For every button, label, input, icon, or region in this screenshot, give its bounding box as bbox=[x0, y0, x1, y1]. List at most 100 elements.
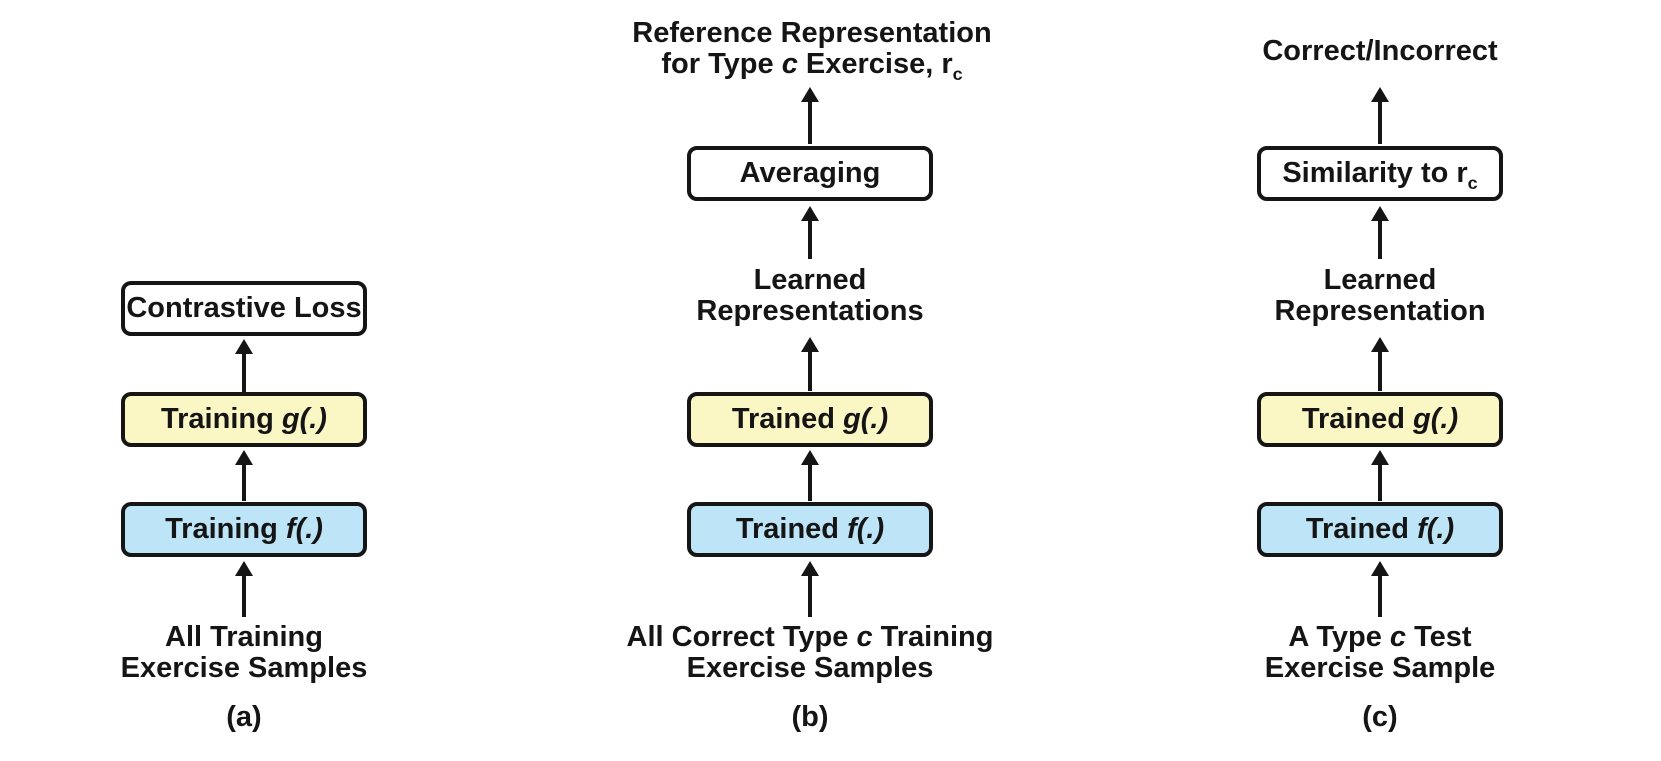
input-line1-pre: All Correct Type bbox=[626, 621, 857, 653]
mid-label: Learned Representation bbox=[1274, 265, 1485, 327]
training-f-box: Training f(.) bbox=[121, 502, 367, 557]
trained-g-math: g(.) bbox=[843, 403, 889, 435]
trained-g-math: g(.) bbox=[1413, 403, 1459, 435]
trained-f-label: Trained f(.) bbox=[736, 513, 884, 546]
training-f-math: f(.) bbox=[285, 513, 323, 545]
mid-line1: Learned bbox=[1323, 264, 1437, 296]
trained-g-label: Trained g(.) bbox=[1302, 403, 1458, 436]
arrow-shaft bbox=[808, 350, 812, 391]
arrow-shaft bbox=[808, 574, 812, 617]
type-c-math: c bbox=[781, 48, 798, 80]
output-line1: Reference Representation bbox=[632, 17, 992, 49]
trained-g-label: Trained g(.) bbox=[732, 403, 888, 436]
up-arrow bbox=[800, 206, 820, 259]
input-line1-post: Test bbox=[1406, 621, 1472, 653]
type-c-math: c bbox=[1389, 621, 1407, 653]
arrow-head-icon bbox=[801, 450, 819, 465]
arrow-shaft bbox=[808, 219, 812, 259]
up-arrow bbox=[1370, 337, 1390, 391]
mid-line1: Learned bbox=[753, 264, 867, 296]
training-g-box: Training g(.) bbox=[121, 392, 367, 447]
arrow-head-icon bbox=[235, 339, 253, 354]
trained-g-prefix: Trained bbox=[731, 403, 844, 435]
arrow-head-icon bbox=[801, 561, 819, 576]
trained-f-prefix: Trained bbox=[1305, 513, 1418, 545]
input-label: A Type c Test Exercise Sample bbox=[1265, 622, 1496, 684]
trained-g-prefix: Trained bbox=[1301, 403, 1414, 435]
up-arrow bbox=[800, 337, 820, 391]
averaging-label: Averaging bbox=[739, 157, 881, 189]
trained-f-math: f(.) bbox=[1417, 513, 1455, 545]
input-line2: Exercise Sample bbox=[1264, 652, 1496, 684]
mid-label: Learned Representations bbox=[696, 265, 923, 327]
arrow-head-icon bbox=[1371, 561, 1389, 576]
up-arrow bbox=[234, 339, 254, 392]
arrow-head-icon bbox=[801, 206, 819, 221]
r-symbol: r bbox=[941, 48, 953, 80]
r-subscript: c bbox=[1467, 172, 1478, 193]
r-symbol: r bbox=[1456, 157, 1468, 189]
trained-f-box: Trained f(.) bbox=[687, 502, 933, 557]
input-label: All Training Exercise Samples bbox=[121, 622, 368, 684]
contrastive-loss-box: Contrastive Loss bbox=[121, 281, 367, 336]
training-f-prefix: Training bbox=[165, 513, 286, 545]
r-subscript: c bbox=[952, 63, 963, 84]
arrow-shaft bbox=[242, 574, 246, 617]
trained-g-box: Trained g(.) bbox=[687, 392, 933, 447]
training-f-label: Training f(.) bbox=[165, 513, 323, 546]
input-line2: Exercise Samples bbox=[120, 652, 368, 684]
mid-line2: Representations bbox=[696, 295, 924, 327]
up-arrow bbox=[800, 87, 820, 144]
mid-line2: Representation bbox=[1274, 295, 1486, 327]
arrow-shaft bbox=[1378, 574, 1382, 617]
arrow-shaft bbox=[242, 352, 246, 392]
output-label: Reference Representation for Type c Exer… bbox=[632, 17, 992, 83]
panel-caption: (b) bbox=[791, 701, 829, 733]
input-line1-pre: A Type bbox=[1288, 621, 1390, 653]
output-line2-pre: for Type bbox=[661, 48, 782, 80]
training-g-label: Training g(.) bbox=[161, 403, 327, 436]
arrow-shaft bbox=[808, 100, 812, 144]
arrow-head-icon bbox=[235, 561, 253, 576]
output-line2-mid: Exercise, bbox=[797, 48, 942, 80]
arrow-head-icon bbox=[1371, 206, 1389, 221]
trained-f-box: Trained f(.) bbox=[1257, 502, 1503, 557]
arrow-shaft bbox=[1378, 463, 1382, 501]
output-label: Correct/Incorrect bbox=[1262, 35, 1498, 67]
arrow-shaft bbox=[808, 463, 812, 501]
arrow-shaft bbox=[1378, 219, 1382, 259]
trained-f-prefix: Trained bbox=[735, 513, 848, 545]
output-line2: for Type c Exercise, rc bbox=[661, 48, 962, 83]
panel-caption: (c) bbox=[1362, 701, 1398, 733]
input-line1-post: Training bbox=[872, 621, 994, 653]
up-arrow bbox=[1370, 87, 1390, 144]
input-line1: All Correct Type c Training bbox=[627, 621, 994, 653]
arrow-head-icon bbox=[235, 450, 253, 465]
up-arrow bbox=[234, 561, 254, 617]
arrow-head-icon bbox=[1371, 450, 1389, 465]
averaging-box: Averaging bbox=[687, 146, 933, 201]
similarity-box: Similarity to rc bbox=[1257, 146, 1503, 201]
arrow-shaft bbox=[1378, 100, 1382, 144]
up-arrow bbox=[234, 450, 254, 501]
arrow-head-icon bbox=[1371, 337, 1389, 352]
input-line1: All Training bbox=[165, 621, 323, 653]
arrow-head-icon bbox=[801, 87, 819, 102]
up-arrow bbox=[800, 561, 820, 617]
arrow-shaft bbox=[1378, 350, 1382, 391]
arrow-shaft bbox=[242, 463, 246, 501]
trained-f-math: f(.) bbox=[847, 513, 885, 545]
arrow-head-icon bbox=[801, 337, 819, 352]
trained-g-box: Trained g(.) bbox=[1257, 392, 1503, 447]
input-line1: A Type c Test bbox=[1288, 621, 1471, 653]
trained-f-label: Trained f(.) bbox=[1306, 513, 1454, 546]
type-c-math: c bbox=[856, 621, 873, 653]
up-arrow bbox=[1370, 206, 1390, 259]
training-g-math: g(.) bbox=[281, 403, 327, 435]
contrastive-loss-label: Contrastive Loss bbox=[126, 292, 362, 324]
training-g-prefix: Training bbox=[161, 403, 282, 435]
arrow-head-icon bbox=[1371, 87, 1389, 102]
similarity-label: Similarity to rc bbox=[1282, 157, 1478, 193]
up-arrow bbox=[1370, 450, 1390, 501]
